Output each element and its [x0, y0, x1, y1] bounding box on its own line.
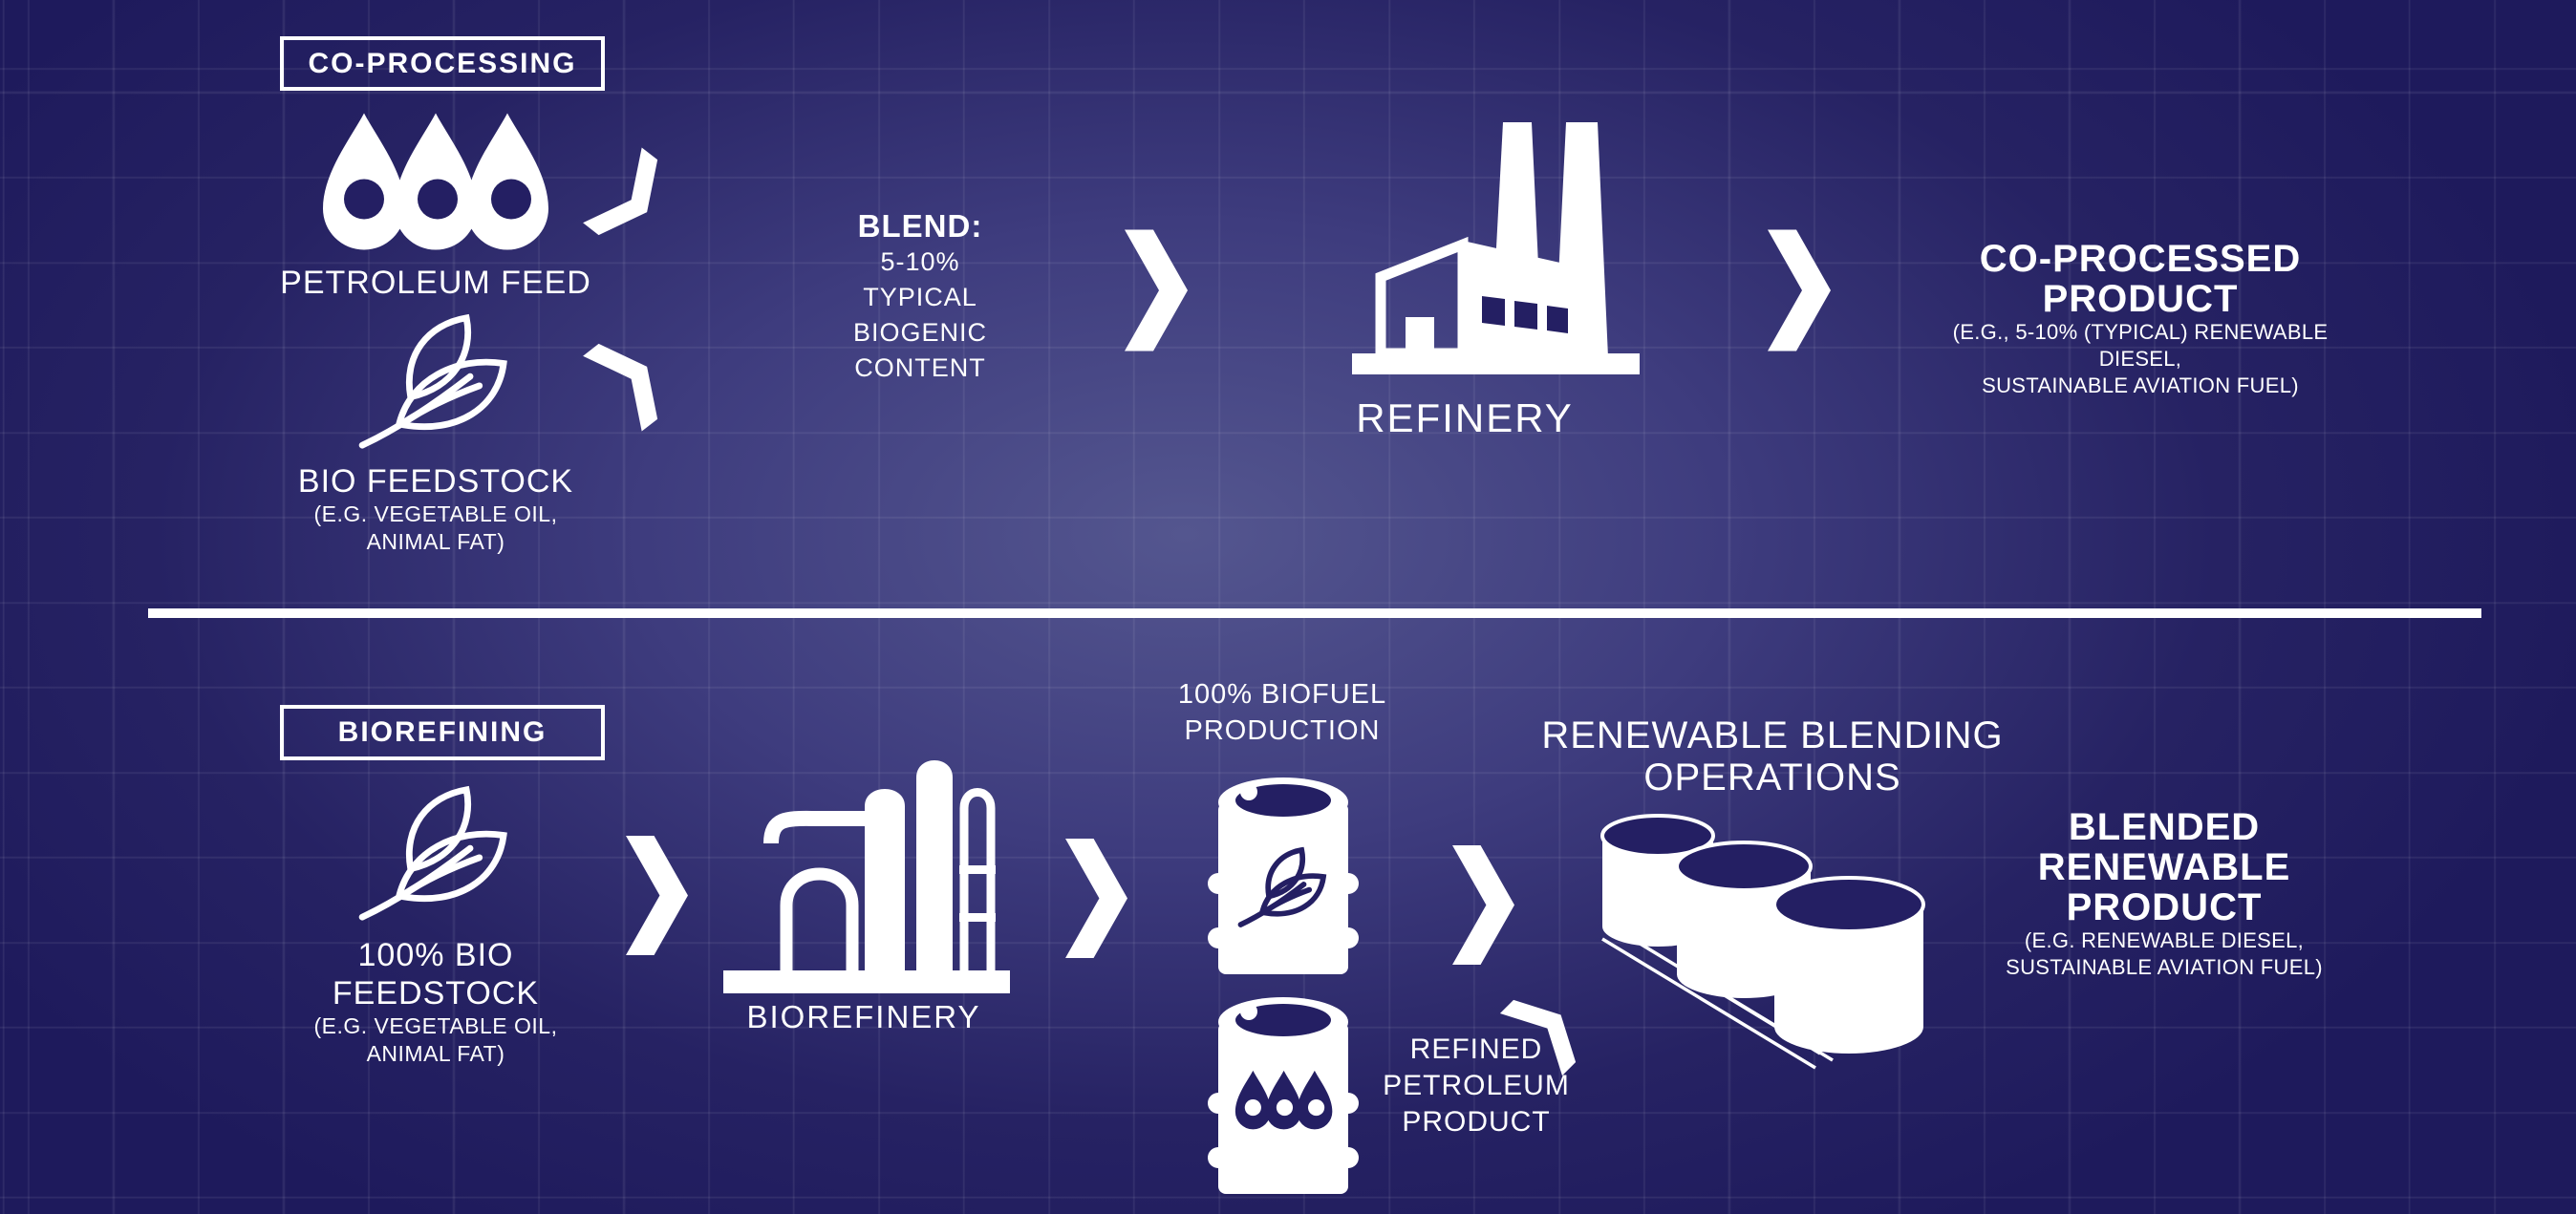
elbow-arrow-petroleum-to-tanks-icon [1499, 999, 1577, 1076]
arrow-refinery-to-product-icon [1768, 229, 1831, 351]
bio-feedstock-label: BIO FEEDSTOCK [297, 463, 574, 500]
refinery-label: REFINERY [1356, 395, 1574, 440]
blended-product-sub: (E.G. RENEWABLE DIESEL, SUSTAINABLE AVIA… [2006, 928, 2323, 979]
coprocessed-product-title: CO-PROCESSED PRODUCT [1979, 238, 2302, 320]
biorefinery-label: BIOREFINERY [746, 999, 981, 1034]
petroleum-barrel-icon [1208, 997, 1359, 1194]
blended-product-block: BLENDED RENEWABLE PRODUCT (E.G. RENEWABL… [1944, 807, 2384, 981]
coprocessed-product-sub: (E.G., 5-10% (TYPICAL) RENEWABLE DIESEL,… [1952, 320, 2329, 397]
arrow-blend-to-refinery-icon [1125, 229, 1188, 351]
coprocessing-tag-box: CO-PROCESSING [280, 36, 605, 91]
coprocessed-product-block: CO-PROCESSED PRODUCT (E.G., 5-10% (TYPIC… [1921, 239, 2360, 399]
blended-product-title: BLENDED RENEWABLE PRODUCT [2037, 806, 2291, 928]
biorefining-tag-label: BIOREFINING [337, 716, 547, 748]
blend-body: 5-10% TYPICAL BIOGENIC CONTENT [852, 247, 988, 382]
refined-petroleum-label: REFINED PETROLEUM PRODUCT [1383, 1033, 1570, 1138]
blend-block: BLEND: 5-10% TYPICAL BIOGENIC CONTENT [815, 208, 1025, 386]
arrow-barrel-to-tanks-icon [1452, 845, 1514, 965]
leaf-icon [358, 785, 507, 921]
storage-tanks-icon [1600, 814, 1925, 1070]
coprocessing-tag-label: CO-PROCESSING [308, 47, 577, 79]
petroleum-feed-label: PETROLEUM FEED [280, 265, 591, 301]
refinery-icon [1352, 122, 1640, 374]
converge-arrow-top-icon [583, 147, 658, 236]
bio-feedstock-sub: (E.G. VEGETABLE OIL, ANIMAL FAT) [313, 501, 558, 554]
blend-title: BLEND: [857, 208, 983, 244]
biofuel-production-label: 100% BIOFUEL PRODUCTION [1177, 679, 1387, 746]
biorefinery-icon [723, 760, 1010, 993]
arrow-biorefinery-to-barrel-icon [1065, 839, 1127, 958]
biorefining-tag-box: BIOREFINING [280, 705, 605, 760]
blending-operations-label: RENEWABLE BLENDING OPERATIONS [1541, 714, 2004, 799]
bio-feedstock-100-label: 100% BIO FEEDSTOCK [332, 937, 540, 1012]
bio-feedstock-100-sub: (E.G. VEGETABLE OIL, ANIMAL FAT) [313, 1013, 558, 1066]
leaf-icon [358, 313, 507, 449]
section-divider [148, 608, 2481, 618]
petroleum-drops-icon [323, 113, 548, 250]
arrow-feedstock-to-biorefinery-icon [626, 836, 688, 955]
converge-arrow-bottom-icon [583, 343, 658, 432]
biofuel-barrel-icon [1208, 777, 1359, 974]
